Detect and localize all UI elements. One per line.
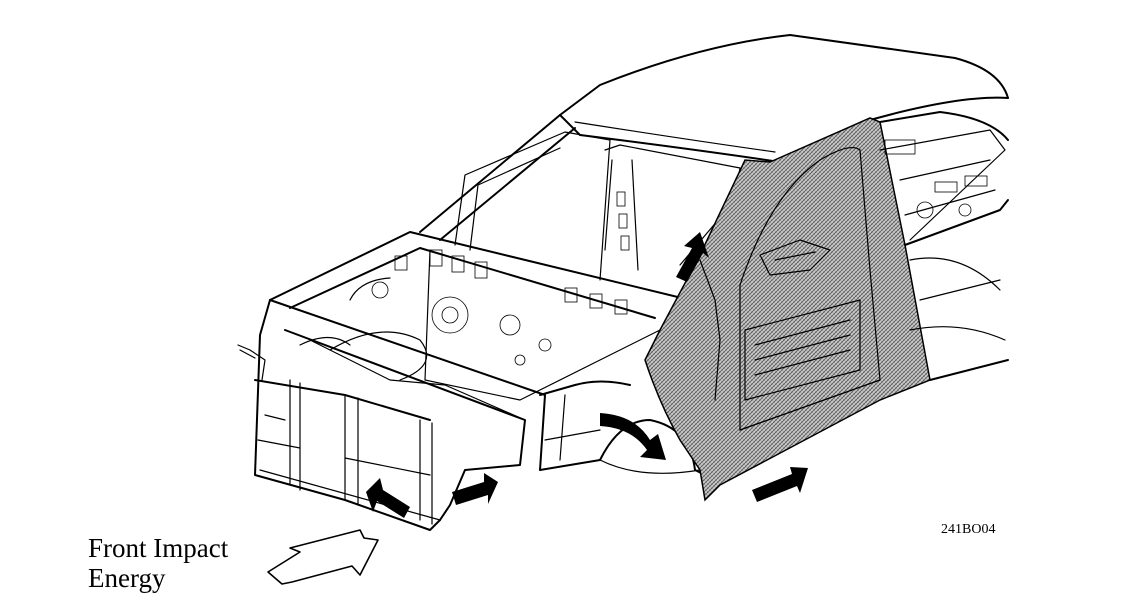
windshield-frame [419, 114, 741, 281]
figure-code: 241BO04 [941, 522, 996, 537]
arrow-front-right-icon [452, 473, 498, 505]
floor-pan [744, 239, 861, 401]
impact-arrow-icon [267, 529, 379, 585]
load-path-arrows [366, 232, 808, 518]
impact-label-line2: Energy [88, 563, 166, 593]
front-structure [237, 299, 546, 531]
a-pillar-rocker [644, 117, 931, 502]
arrow-a-pillar-icon [676, 232, 709, 282]
impact-label-line1: Front Impact [88, 533, 229, 563]
roof-panel [559, 34, 1009, 163]
arrow-wheel-arch-icon [600, 413, 666, 460]
arrow-rocker-icon [752, 467, 808, 502]
cowl-panel [269, 231, 691, 401]
rear-body [879, 111, 1009, 381]
arrow-front-left-icon [366, 478, 410, 518]
